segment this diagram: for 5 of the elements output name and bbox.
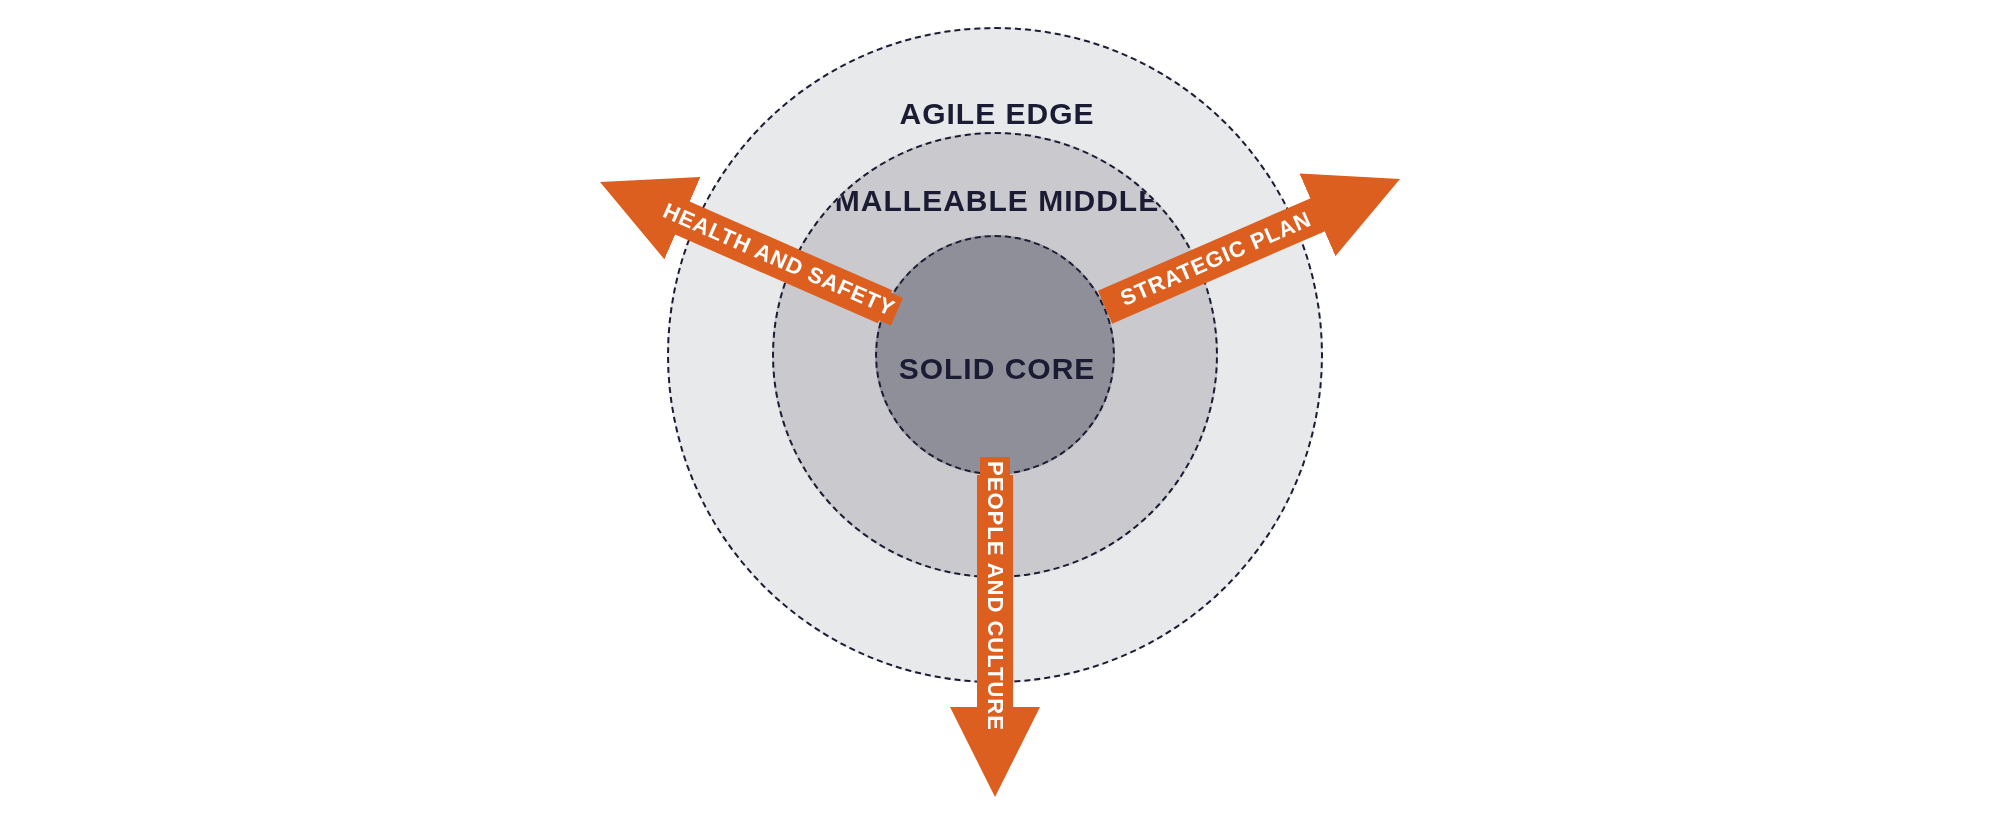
arrow [950,475,1040,797]
ring-label: AGILE EDGE [899,97,1095,132]
arrow [600,176,893,324]
arrow [1097,173,1400,324]
ring-label: SOLID CORE [898,352,1096,386]
